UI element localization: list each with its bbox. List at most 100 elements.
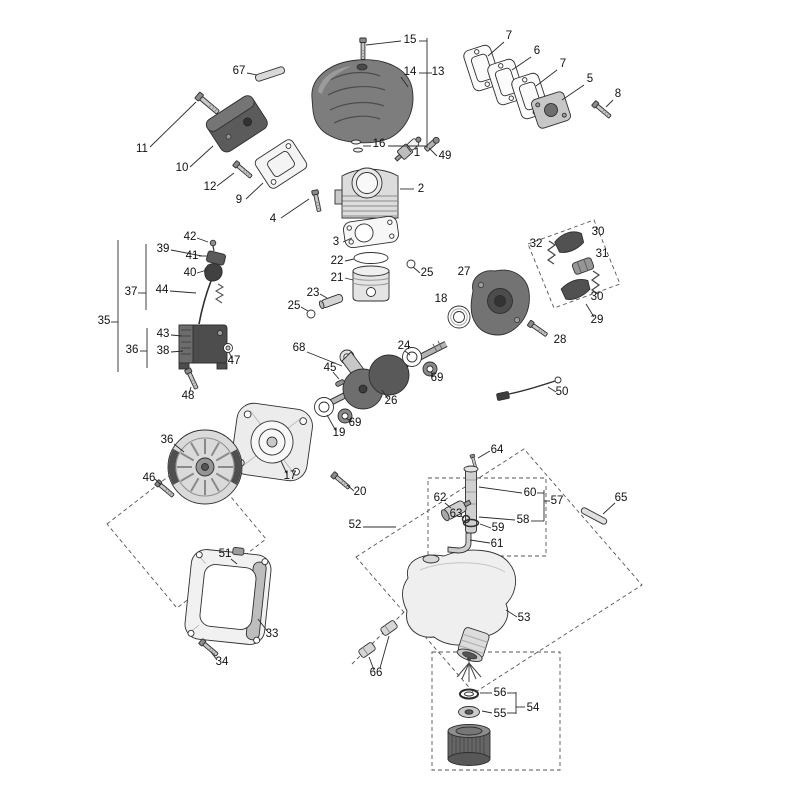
part-label-25: 25 <box>288 300 301 312</box>
part-32-spring-b <box>590 270 601 295</box>
leader-line <box>477 450 491 459</box>
part-1-spark-plug <box>394 136 422 162</box>
leader-line <box>487 41 505 57</box>
leader-line <box>189 145 214 168</box>
leader-line <box>481 710 493 714</box>
part-label-62: 62 <box>434 492 447 504</box>
part-label-38: 38 <box>157 345 170 357</box>
leader-line <box>547 386 557 393</box>
leader-line <box>605 99 614 108</box>
part-32-spring <box>546 240 557 265</box>
leader-line <box>306 351 343 367</box>
part-label-7: 7 <box>506 30 512 42</box>
part-label-5: 5 <box>587 73 593 85</box>
part-label-37: 37 <box>125 286 138 298</box>
leader-line <box>149 101 197 148</box>
leader-line <box>469 539 491 544</box>
part-label-33: 33 <box>266 628 279 640</box>
part-label-48: 48 <box>182 390 195 402</box>
part-18-bearing <box>447 305 471 329</box>
part-label-30: 30 <box>592 226 605 238</box>
part-label-64: 64 <box>491 444 504 456</box>
leader-line <box>511 56 532 71</box>
part-label-18: 18 <box>435 293 448 305</box>
part-label-26: 26 <box>385 395 398 407</box>
leader-line <box>245 182 264 200</box>
part-label-68: 68 <box>293 342 306 354</box>
leader-line <box>379 635 390 669</box>
part-50-stop-switch-wire <box>496 376 562 401</box>
part-22-piston-ring <box>353 252 389 264</box>
part-44-lead-wire <box>198 280 212 325</box>
part-65-pin <box>580 507 608 525</box>
part-label-22: 22 <box>331 255 344 267</box>
part-5-insulator <box>531 91 571 129</box>
part-label-69: 69 <box>431 372 444 384</box>
plug-cap-spring <box>214 283 225 304</box>
leader-line <box>505 609 518 618</box>
part-label-16: 16 <box>373 138 386 150</box>
part-66-grommet-b <box>380 620 398 636</box>
assembly-boundary <box>431 651 561 771</box>
part-label-47: 47 <box>228 355 241 367</box>
part-label-44: 44 <box>156 284 169 296</box>
part-19-bearing <box>314 397 334 417</box>
part-label-57: 57 <box>551 495 564 507</box>
part-11-screw <box>194 91 221 116</box>
leader-line <box>342 237 353 243</box>
part-31-clutch-hub <box>571 257 595 275</box>
part-36-flywheel <box>167 429 243 505</box>
leader-line <box>430 371 434 378</box>
leader-line <box>406 146 412 153</box>
part-label-11: 11 <box>136 143 148 155</box>
part-label-52: 52 <box>349 519 362 531</box>
part-label-31: 31 <box>596 248 609 260</box>
part-45-woodruff-key <box>335 379 345 387</box>
part-25-clip <box>406 259 416 269</box>
leader-line <box>300 306 309 312</box>
part-label-34: 34 <box>216 656 229 668</box>
part-label-39: 39 <box>157 243 170 255</box>
part-9-exhaust-plate <box>254 139 308 189</box>
part-63-clamp <box>461 514 471 524</box>
part-25-clip <box>306 309 316 319</box>
part-55-gasket <box>458 706 480 718</box>
leader-line <box>400 76 409 88</box>
leader-line <box>173 443 185 453</box>
part-14-cylinder-cover <box>311 59 414 144</box>
leader-line <box>479 523 492 529</box>
part-label-63: 63 <box>450 508 463 520</box>
leader-line <box>319 293 328 299</box>
part-label-56: 56 <box>494 687 507 699</box>
part-label-59: 59 <box>492 522 505 534</box>
part-label-58: 58 <box>517 514 530 526</box>
leader-line <box>344 258 355 262</box>
part-54-fuel-cap <box>447 724 491 766</box>
part-label-36: 36 <box>161 434 174 446</box>
leader-line <box>280 198 310 219</box>
part-28-screw <box>526 319 549 339</box>
leader-line <box>535 69 558 87</box>
part-40-plug-boot <box>204 263 223 282</box>
assembly-boundary <box>106 454 267 609</box>
part-38-ignition-coil <box>178 324 228 370</box>
part-label-54: 54 <box>527 702 540 714</box>
part-48-screw <box>184 367 200 391</box>
part-label-43: 43 <box>157 328 170 340</box>
part-label-25: 25 <box>421 267 434 279</box>
assembly-boundaries <box>106 219 643 771</box>
part-label-21: 21 <box>331 272 344 284</box>
leader-line <box>368 656 375 671</box>
leader-line <box>460 515 465 519</box>
part-3-gasket <box>343 215 399 249</box>
part-label-7: 7 <box>560 58 566 70</box>
leader-line <box>381 389 389 400</box>
part-66-grommet <box>358 642 376 658</box>
assembly-boundary <box>527 219 621 309</box>
assembly-boundary <box>351 611 405 665</box>
part-label-20: 20 <box>354 486 367 498</box>
part-label-8: 8 <box>615 88 621 100</box>
part-8-screw <box>591 100 613 120</box>
part-label-6: 6 <box>534 45 540 57</box>
